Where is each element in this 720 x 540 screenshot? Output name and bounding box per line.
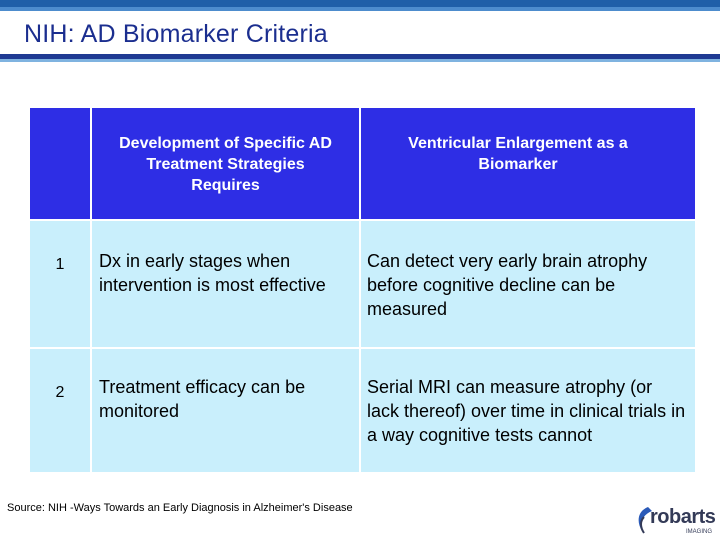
logo-subtitle: IMAGING: [686, 529, 713, 535]
row-2-biomarker: Serial MRI can measure atrophy (or lack …: [361, 349, 695, 472]
top-stripe-light: [0, 7, 720, 11]
logo-wordmark: robarts: [650, 506, 716, 528]
header-cell-biomarker: Ventricular Enlargement as a Biomarker: [361, 108, 695, 219]
header-cell-num: [30, 108, 90, 219]
criteria-table: Development of Specific AD Treatment Str…: [30, 108, 695, 472]
title-underline-dark: [0, 54, 720, 59]
robarts-logo: robarts IMAGING: [634, 503, 716, 537]
top-stripe-dark: [0, 0, 720, 7]
row-2-number: 2: [30, 349, 90, 472]
header-cell-treatment: Development of Specific AD Treatment Str…: [92, 108, 359, 219]
source-citation: Source: NIH -Ways Towards an Early Diagn…: [7, 502, 353, 514]
top-decoration: [0, 0, 720, 12]
row-1-number: 1: [30, 221, 90, 347]
row-1-treatment: Dx in early stages when intervention is …: [92, 221, 359, 347]
row-1-biomarker: Can detect very early brain atrophy befo…: [361, 221, 695, 347]
row-2-treatment: Treatment efficacy can be monitored: [92, 349, 359, 472]
slide-title: NIH: AD Biomarker Criteria: [24, 20, 328, 48]
logo-swoosh-icon: [638, 507, 652, 534]
title-underline-light: [0, 59, 720, 62]
